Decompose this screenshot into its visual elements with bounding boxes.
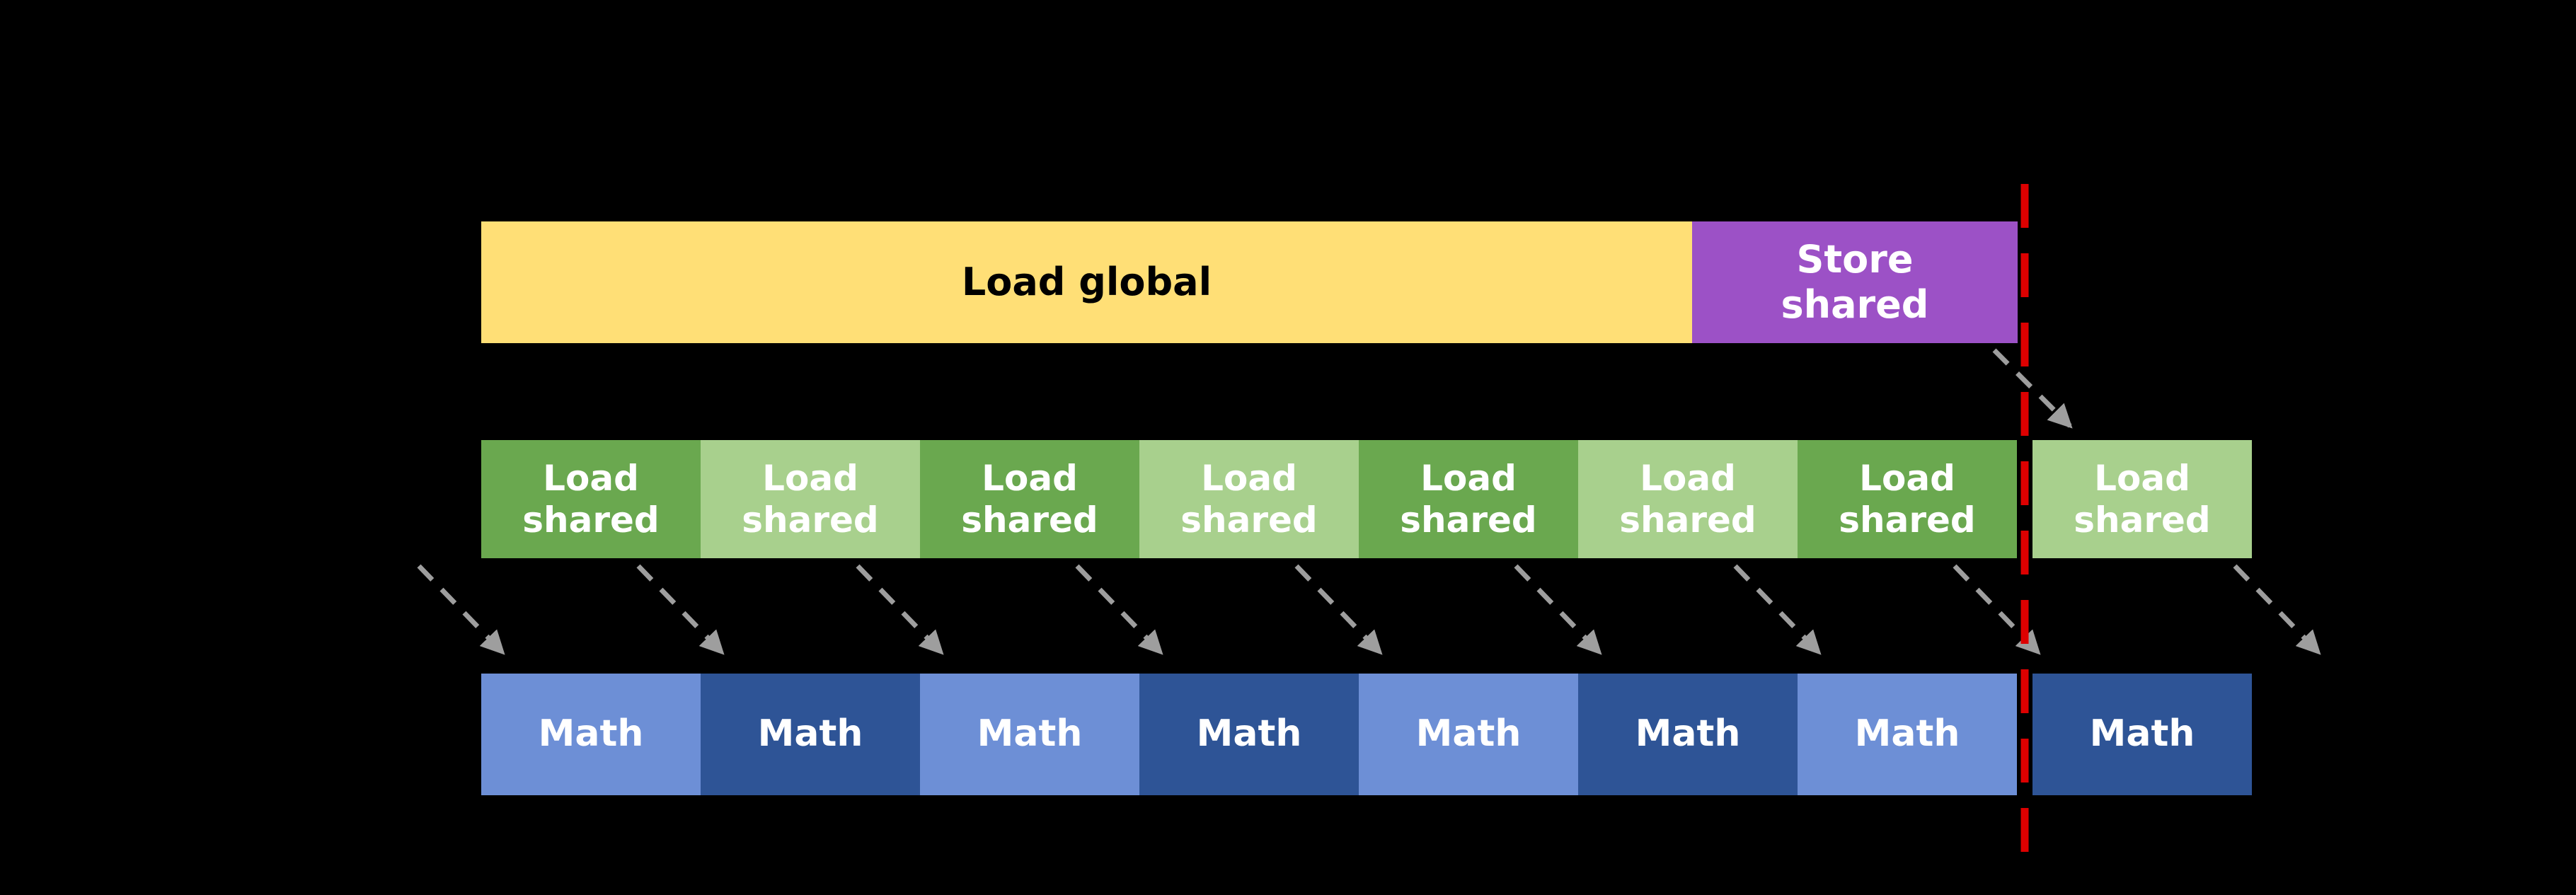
math-block: Math — [920, 674, 1139, 795]
math-block: Math — [701, 674, 920, 795]
load-shared-label-line2: shared — [522, 499, 660, 541]
load-shared-label-line2: shared — [1839, 499, 1976, 541]
load-shared-label-line1: Load — [2094, 457, 2190, 499]
dataflow-arrow — [1992, 348, 2073, 429]
store-shared-label-line2: shared — [1781, 282, 1929, 327]
load-shared-label-line1: Load — [1201, 457, 1297, 499]
dataflow-arrow — [856, 564, 944, 655]
load-shared-label-line1: Load — [1420, 457, 1517, 499]
load-shared-label-line2: shared — [1180, 499, 1318, 541]
store-shared-label-line1: Store — [1796, 237, 1914, 282]
dataflow-arrow — [636, 564, 725, 655]
load-shared-label-line2: shared — [2074, 499, 2211, 541]
load-global-label: Load global — [961, 260, 1212, 305]
math-label: Math — [757, 712, 863, 756]
math-label: Math — [1854, 712, 1960, 756]
dataflow-arrow — [1953, 564, 2041, 655]
math-block: Math — [1798, 674, 2017, 795]
math-label: Math — [538, 712, 644, 756]
load-shared-label-line2: shared — [1400, 499, 1537, 541]
math-block: Math — [1139, 674, 1359, 795]
load-shared-label-line2: shared — [961, 499, 1098, 541]
dataflow-arrow — [1733, 564, 1822, 655]
load-shared-label-line1: Load — [543, 457, 639, 499]
load-shared-label-line2: shared — [742, 499, 879, 541]
load-global-bar: Load global — [481, 221, 1692, 343]
load-shared-label-line1: Load — [982, 457, 1078, 499]
load-shared-label-line1: Load — [1859, 457, 1955, 499]
math-label: Math — [1196, 712, 1302, 756]
math-block: Math — [1359, 674, 1578, 795]
math-block: Math — [1578, 674, 1798, 795]
dataflow-arrow — [1514, 564, 1602, 655]
math-label: Math — [2089, 712, 2195, 756]
math-block: Math — [2032, 674, 2252, 795]
dataflow-arrow — [1075, 564, 1163, 655]
dataflow-arrow — [417, 564, 505, 655]
store-shared-bar: Store shared — [1692, 221, 2018, 343]
math-label: Math — [1635, 712, 1741, 756]
math-block: Math — [481, 674, 701, 795]
math-label: Math — [1415, 712, 1522, 756]
load-shared-label-line1: Load — [1640, 457, 1736, 499]
math-label: Math — [977, 712, 1083, 756]
dataflow-arrow — [1294, 564, 1383, 655]
dataflow-arrow — [2233, 564, 2321, 655]
load-shared-label-line1: Load — [762, 457, 858, 499]
load-shared-label-line2: shared — [1619, 499, 1756, 541]
